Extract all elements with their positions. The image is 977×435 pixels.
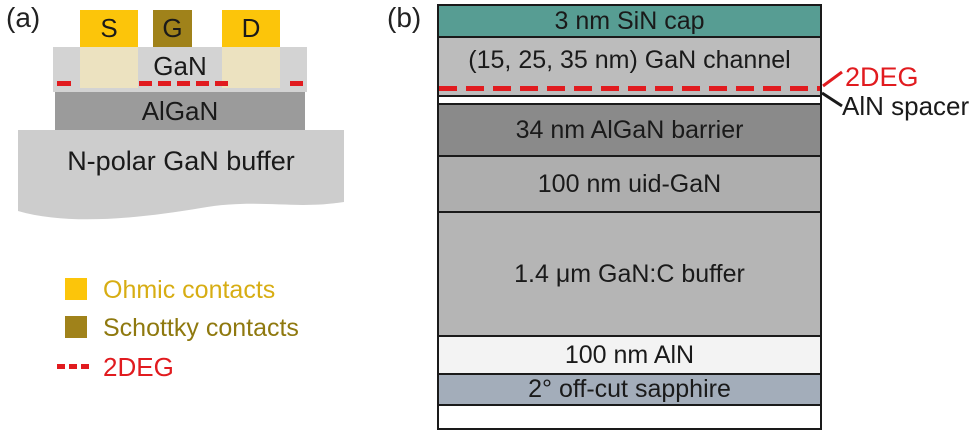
- source-contact-label: S: [100, 13, 118, 43]
- ohmic-swatch: [65, 278, 87, 300]
- epitaxial-stack: 3 nm SiN cap (15, 25, 35 nm) GaN channel…: [437, 4, 822, 430]
- 2deg-legend-dashes: [57, 364, 97, 369]
- algan-layer: AlGaN: [55, 92, 305, 130]
- schottky-legend-label: Schottky contacts: [103, 314, 299, 342]
- npolar-buffer-path: [18, 130, 344, 220]
- layer-uid-gan: 100 nm uid-GaN: [439, 157, 820, 213]
- schottky-swatch: [65, 316, 87, 338]
- 2deg-dash: [158, 81, 171, 86]
- drain-contact-label: D: [241, 13, 261, 43]
- 2deg-dash: [215, 81, 228, 86]
- npolar-buffer-label: N-polar GaN buffer: [67, 146, 295, 176]
- 2deg-dash: [196, 81, 209, 86]
- panel-a-label: (a): [6, 2, 41, 33]
- 2deg-dash: [57, 364, 65, 369]
- 2deg-dash: [177, 81, 190, 86]
- aln-spacer-annotation: AlN spacer: [842, 91, 970, 121]
- algan-layer-label: AlGaN: [141, 95, 219, 126]
- 2deg-dash: [290, 81, 303, 86]
- npolar-buffer-shape: [18, 130, 344, 220]
- 2deg-dash: [139, 81, 152, 86]
- drain-contact: D: [222, 10, 280, 47]
- 2deg-annotation: 2DEG: [845, 62, 919, 92]
- 2deg-dash: [69, 364, 77, 369]
- ohmic-legend-label: Ohmic contacts: [103, 276, 276, 304]
- gate-contact-label: G: [162, 13, 183, 43]
- layer-sapphire-label: 2° off-cut sapphire: [528, 375, 731, 403]
- panel-b-label: (b): [387, 2, 422, 33]
- layer-sapphire: 2° off-cut sapphire: [439, 375, 820, 406]
- 2deg-legend-label: 2DEG: [103, 352, 174, 382]
- gan-layer-label: GaN: [153, 51, 207, 81]
- panel-a-2deg-dashes: [0, 81, 370, 86]
- panel-b-2deg-dashed-line: [439, 86, 820, 91]
- layer-gan-channel-label: (15, 25, 35 nm) GaN channel: [468, 46, 791, 74]
- gate-contact: G: [153, 10, 192, 47]
- layer-sin-cap-label: 3 nm SiN cap: [554, 6, 705, 35]
- annotation-leader-lines: [821, 70, 843, 108]
- layer-aln-label: 100 nm AlN: [564, 340, 695, 369]
- layer-ganc-buffer-label: 1.4 μm GaN:C buffer: [514, 259, 745, 288]
- ohmic-region-source: [80, 47, 138, 88]
- layer-aln-spacer: [439, 97, 820, 105]
- layer-algan-barrier-label: 34 nm AlGaN barrier: [515, 115, 744, 144]
- layer-aln: 100 nm AlN: [439, 337, 820, 375]
- layer-sin-cap: 3 nm SiN cap: [439, 6, 820, 38]
- aln-spacer-leader-line: [821, 91, 843, 108]
- layer-ganc-buffer: 1.4 μm GaN:C buffer: [439, 213, 820, 337]
- ohmic-region-drain: [222, 47, 280, 88]
- 2deg-dash: [81, 364, 89, 369]
- source-contact: S: [80, 10, 138, 47]
- layer-algan-barrier: 34 nm AlGaN barrier: [439, 105, 820, 157]
- 2deg-dash: [57, 81, 71, 86]
- 2deg-leader-line: [822, 70, 843, 88]
- layer-uid-gan-label: 100 nm uid-GaN: [537, 169, 722, 198]
